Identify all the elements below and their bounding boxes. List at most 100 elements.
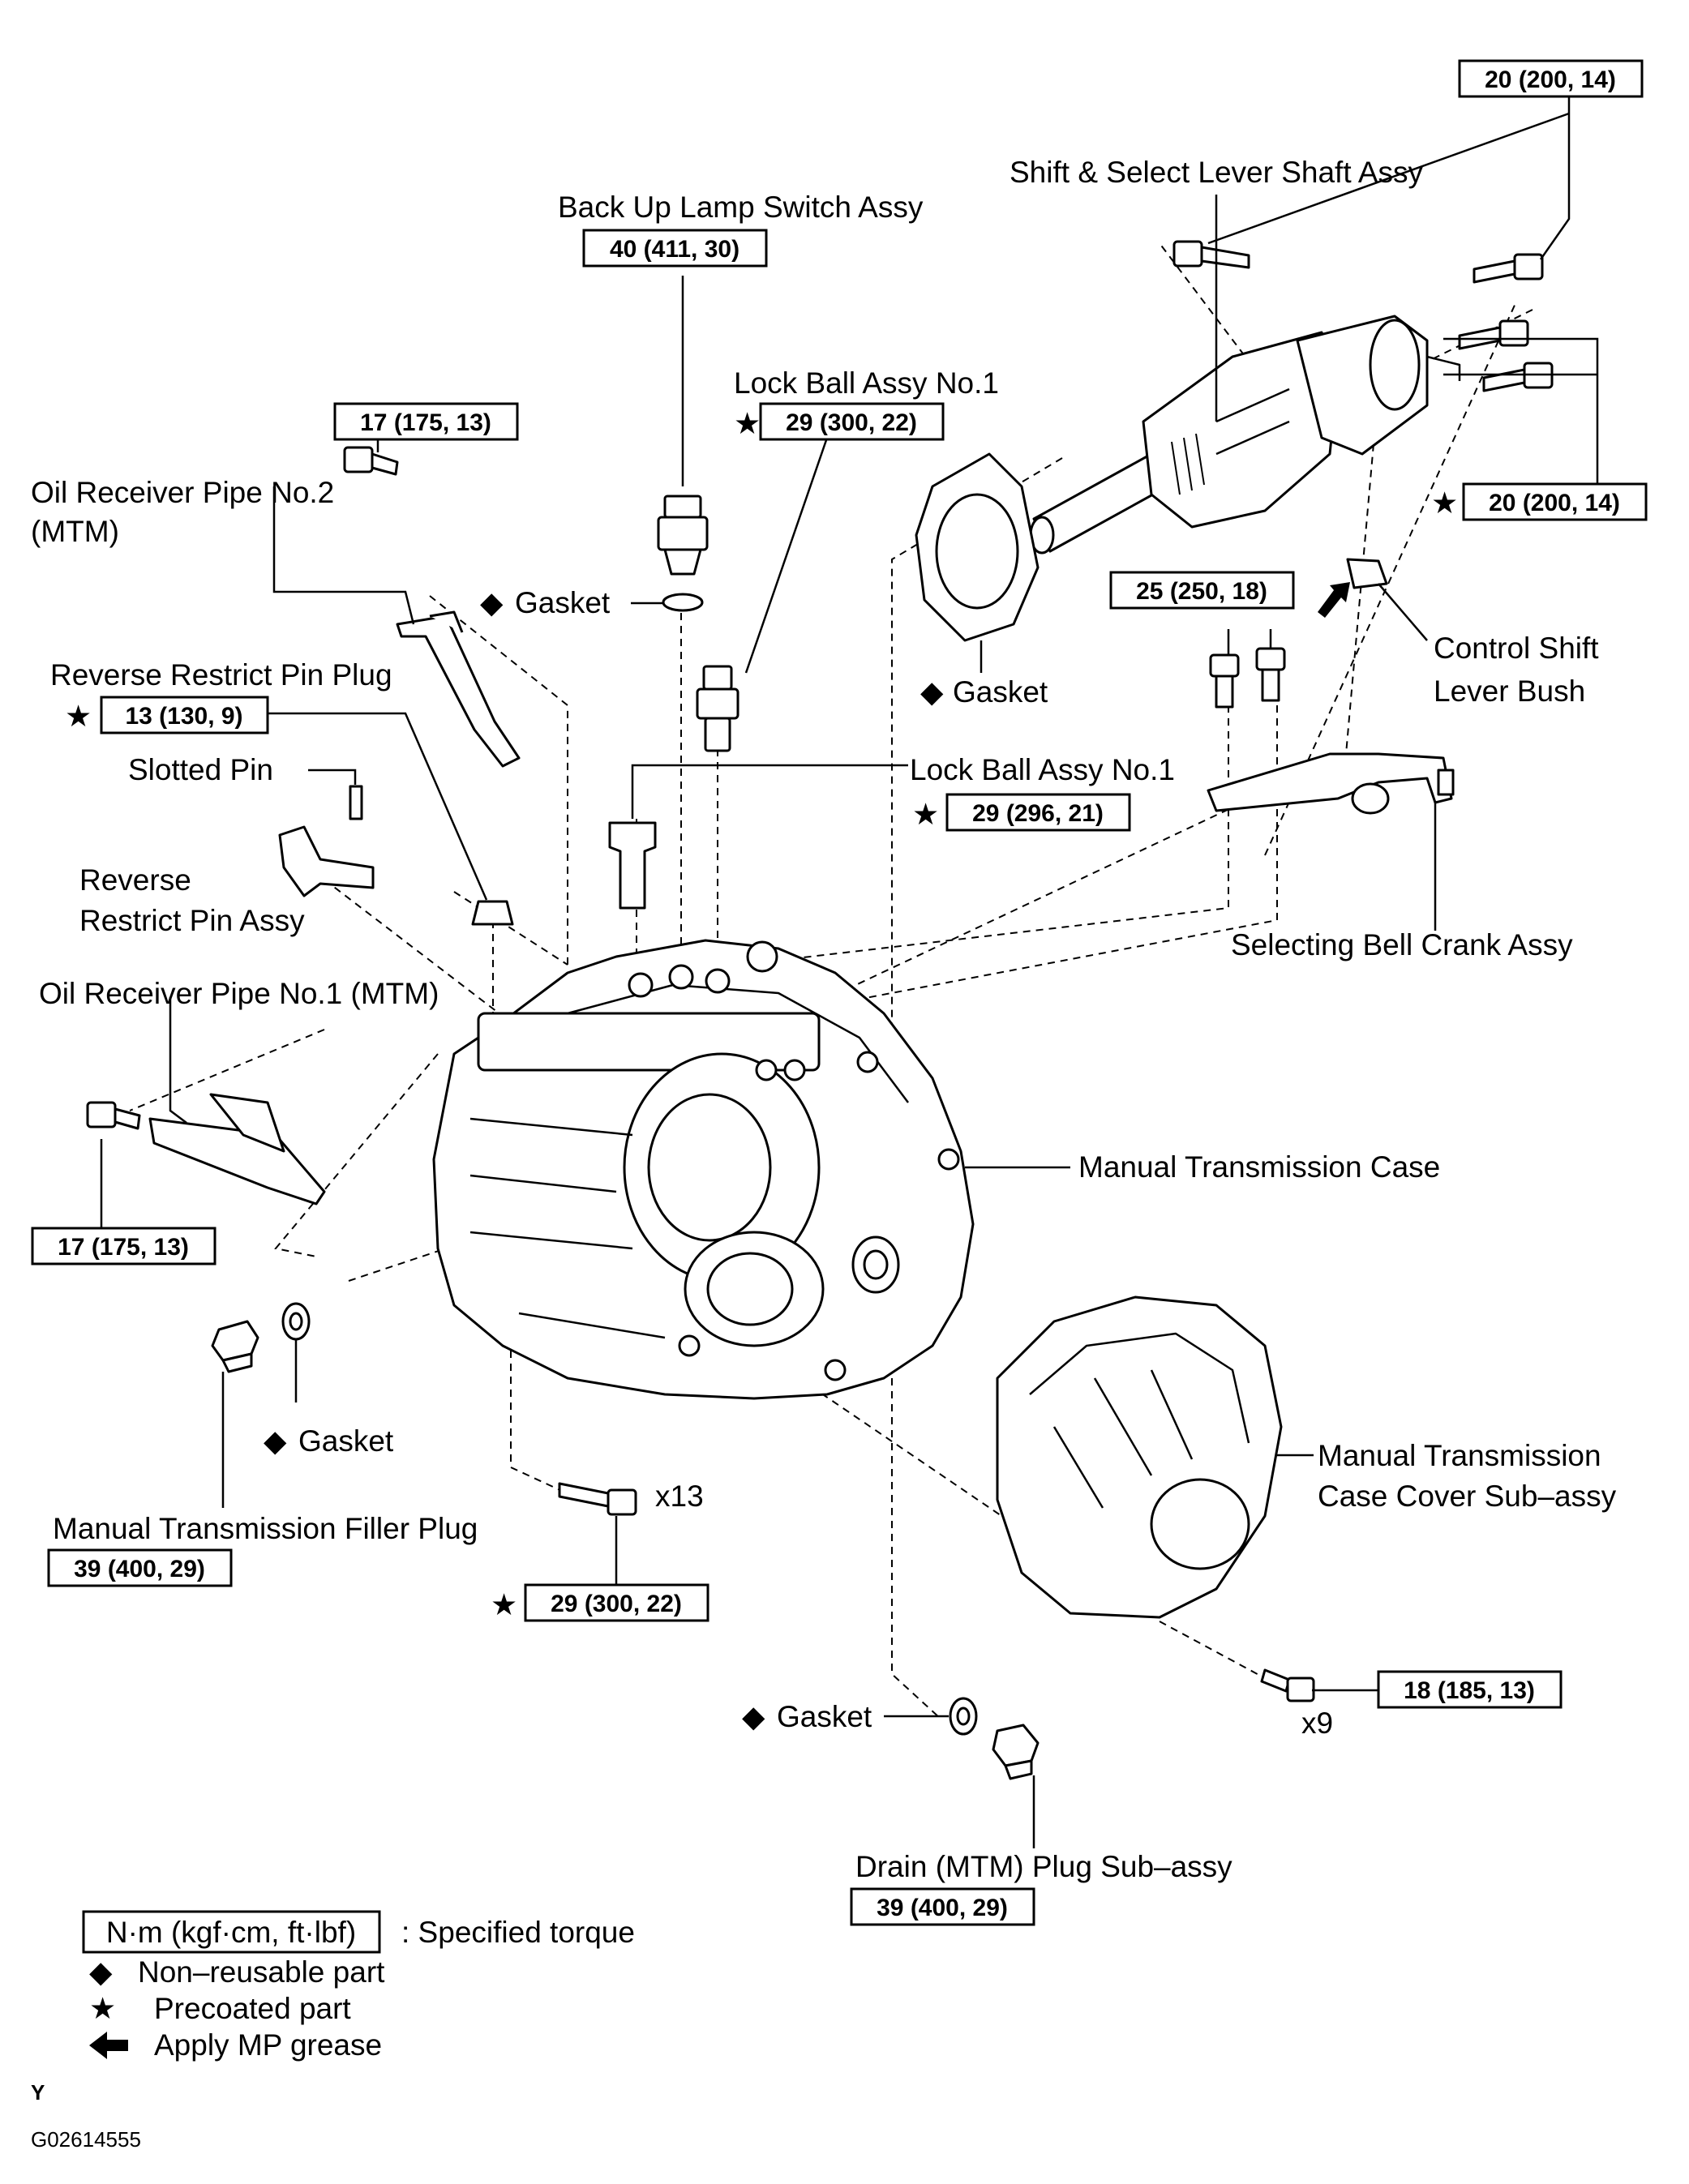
torque-box-oil-pipe-no2: 17 (175, 13) [333, 402, 519, 441]
shift-select-lever-shaft-drawing [1029, 315, 1461, 555]
lock-ball-icon [696, 665, 739, 752]
part-symbols: ★ ◆ ◆ ★ ★ ★ ◆ ★ ◆ [65, 407, 1458, 1733]
slotted-pin-icon [349, 785, 363, 820]
bolt-icon [86, 1101, 141, 1130]
mp-grease-arrow-icon [1318, 582, 1350, 618]
mp-grease-arrow-icon [89, 2032, 128, 2059]
torque-box-cover-bolts: 18 (185, 13) [1377, 1670, 1563, 1709]
bolt-icon [558, 1482, 637, 1516]
label-back-up-lamp-switch: Back Up Lamp Switch Assy [558, 191, 924, 224]
label-oil-pipe-no2-mtm: (MTM) [31, 515, 119, 548]
oil-receiver-pipe-no2-icon [396, 615, 521, 768]
torque-specs: 20 (200, 14) 40 (411, 30) 29 (300, 22) 1… [31, 59, 1648, 1926]
leader-lines [100, 97, 1599, 1848]
label-reverse-pin-assy-2: Restrict Pin Assy [79, 904, 305, 937]
svg-text:20 (200, 14): 20 (200, 14) [1489, 490, 1620, 516]
non-reusable-diamond-icon: ◆ [89, 1955, 113, 1989]
case-cover-drawing [996, 1295, 1283, 1619]
legend-non-reusable: Non–reusable part [138, 1955, 385, 1989]
label-gasket-drain: Gasket [777, 1700, 872, 1733]
torque-box-drain-plug: 39 (400, 29) [850, 1887, 1035, 1926]
label-case-cover-2: Case Cover Sub–assy [1318, 1480, 1617, 1513]
bolt-icon [1458, 319, 1529, 350]
precoated-star-icon: ★ [89, 1992, 116, 2025]
bolt-icon [1172, 240, 1250, 269]
footer: Y G02614555 [31, 2080, 141, 2152]
bolt-icon [1482, 362, 1554, 392]
torque-box-shift-shaft-right: 20 (200, 14) [1462, 482, 1648, 521]
torque-box-back-up-lamp-switch: 40 (411, 30) [582, 229, 768, 268]
svg-text:25 (250, 18): 25 (250, 18) [1136, 578, 1267, 605]
torque-box-reverse-pin-plug: 13 (130, 9) [100, 696, 269, 734]
svg-text:39 (400, 29): 39 (400, 29) [74, 1556, 205, 1582]
svg-text:13 (130, 9): 13 (130, 9) [125, 703, 242, 730]
bolts-and-small-parts [86, 240, 1554, 1780]
legend-torque-desc: : Specified torque [401, 1916, 635, 1949]
label-gasket-switch: Gasket [515, 586, 611, 619]
bolt-icon [1209, 653, 1240, 709]
precoated-star-icon: ★ [734, 407, 761, 440]
label-gasket-plate: Gasket [953, 675, 1048, 709]
drain-plug-icon [992, 1724, 1040, 1780]
label-control-shift-bush-1: Control Shift [1434, 632, 1599, 665]
filler-plug-icon [211, 1320, 259, 1373]
svg-text:20 (200, 14): 20 (200, 14) [1485, 66, 1616, 93]
legend-precoated: Precoated part [154, 1992, 351, 2025]
legend: N·m (kgf·cm, ft·lbf) : Specified torque … [82, 1910, 635, 2062]
label-control-shift-bush-2: Lever Bush [1434, 674, 1585, 708]
bolt-icon [343, 446, 399, 476]
label-gasket-filler: Gasket [298, 1424, 394, 1458]
precoated-star-icon: ★ [912, 798, 939, 831]
svg-text:29 (300, 22): 29 (300, 22) [786, 409, 917, 436]
label-oil-pipe-no2: Oil Receiver Pipe No.2 [31, 476, 334, 509]
bolt-icon [1260, 1668, 1315, 1702]
footer-letter: Y [31, 2080, 45, 2105]
precoated-star-icon: ★ [491, 1588, 517, 1621]
label-reverse-pin-assy-1: Reverse [79, 863, 191, 897]
svg-text:29 (296, 21): 29 (296, 21) [972, 800, 1104, 827]
torque-box-lock-ball-mid: 29 (296, 21) [945, 793, 1131, 832]
svg-text:40 (411, 30): 40 (411, 30) [610, 236, 739, 263]
label-lock-ball-mid: Lock Ball Assy No.1 [910, 753, 1175, 786]
precoated-star-icon: ★ [1431, 486, 1458, 520]
precoated-star-icon: ★ [65, 700, 92, 733]
svg-text:18 (185, 13): 18 (185, 13) [1404, 1677, 1535, 1704]
label-drain-plug: Drain (MTM) Plug Sub–assy [855, 1850, 1232, 1883]
back-up-lamp-switch-icon [657, 495, 709, 612]
part-labels: Shift & Select Lever Shaft Assy Back Up … [31, 156, 1617, 1883]
legend-torque-unit: N·m (kgf·cm, ft·lbf) [106, 1916, 356, 1949]
manual-transmission-case-drawing [432, 939, 975, 1400]
non-reusable-diamond-icon: ◆ [264, 1424, 287, 1458]
label-lock-ball-top: Lock Ball Assy No.1 [734, 366, 999, 400]
label-mt-case: Manual Transmission Case [1078, 1150, 1440, 1184]
torque-box-lock-ball-top: 29 (300, 22) [759, 402, 945, 441]
oil-receiver-pipe-no1-icon [148, 1117, 326, 1205]
torque-box-shift-shaft-top: 20 (200, 14) [1458, 59, 1644, 98]
non-reusable-diamond-icon: ◆ [480, 586, 504, 619]
non-reusable-diamond-icon: ◆ [742, 1700, 765, 1733]
torque-box-bell-crank-bolts: 25 (250, 18) [1109, 571, 1295, 610]
footer-code: G02614555 [31, 2127, 141, 2152]
label-shift-select-lever-shaft: Shift & Select Lever Shaft Assy [1010, 156, 1424, 189]
svg-text:17 (175, 13): 17 (175, 13) [360, 409, 491, 436]
svg-text:29 (300, 22): 29 (300, 22) [551, 1591, 682, 1617]
bolt-icon [1473, 253, 1544, 284]
label-x13: x13 [655, 1480, 704, 1513]
non-reusable-diamond-icon: ◆ [920, 675, 944, 709]
legend-mp-grease: Apply MP grease [154, 2028, 382, 2062]
label-slotted-pin: Slotted Pin [128, 753, 273, 786]
label-oil-pipe-no1: Oil Receiver Pipe No.1 (MTM) [39, 977, 439, 1010]
torque-box-case-bolts: 29 (300, 22) [524, 1583, 709, 1622]
label-x9: x9 [1301, 1707, 1333, 1740]
reverse-restrict-pin-icon [278, 825, 375, 897]
label-reverse-pin-plug: Reverse Restrict Pin Plug [50, 658, 392, 692]
selecting-bell-crank-icon [1207, 752, 1453, 812]
label-case-cover-1: Manual Transmission [1318, 1439, 1601, 1472]
svg-text:17 (175, 13): 17 (175, 13) [58, 1234, 189, 1261]
torque-box-oil-pipe-no1: 17 (175, 13) [31, 1227, 216, 1265]
plug-icon [471, 900, 514, 926]
torque-box-filler-plug: 39 (400, 29) [47, 1548, 233, 1587]
label-selecting-bell-crank: Selecting Bell Crank Assy [1231, 928, 1573, 961]
lever-bush-icon [1346, 558, 1388, 589]
